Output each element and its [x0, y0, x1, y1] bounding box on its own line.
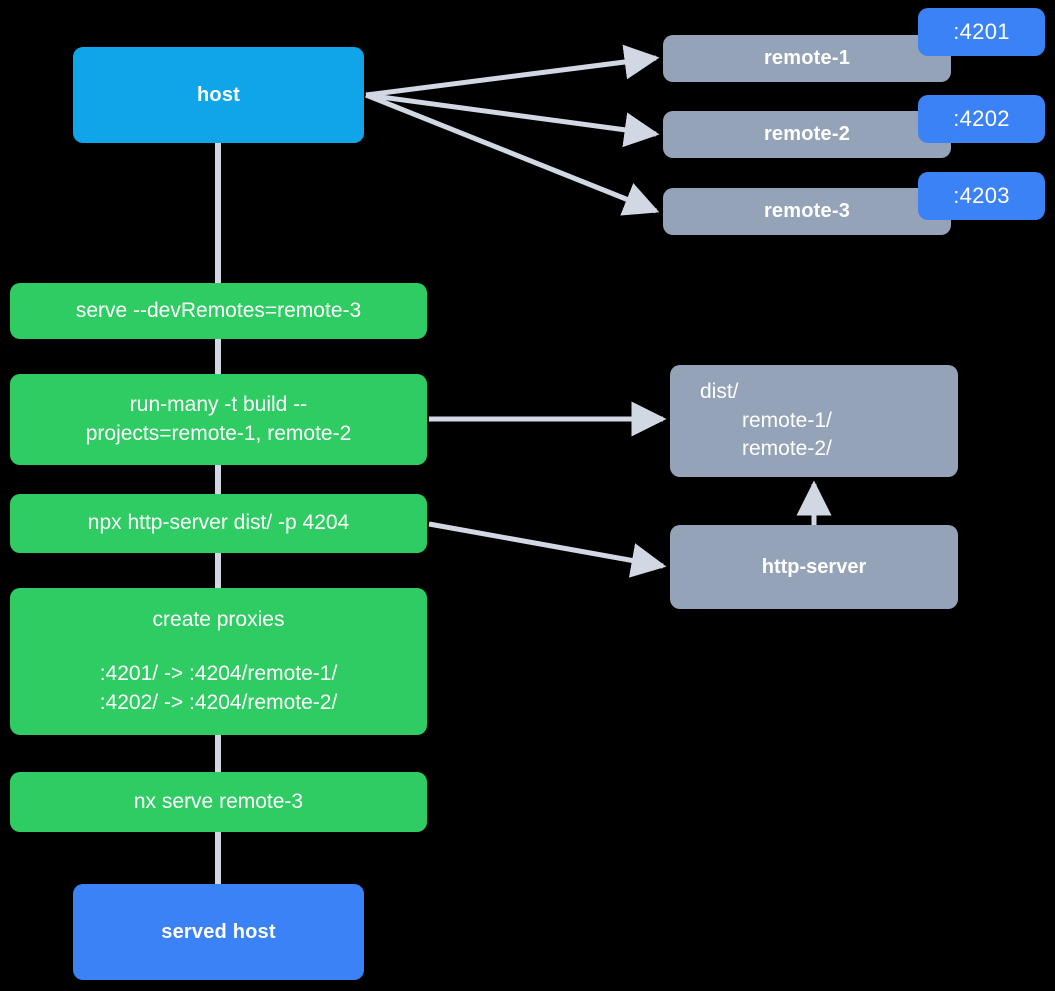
edge-host-to-remote-3	[365, 92, 660, 216]
badge-remote-1-port-label: :4201	[953, 19, 1010, 44]
node-command-run-many-line-2: projects=remote-1, remote-2	[85, 421, 352, 445]
node-command-run-many-line-1: run-many -t build --	[129, 393, 308, 417]
node-remote-3[interactable]: remote-3	[663, 188, 951, 235]
node-dist-child-1-label: remote-1/	[742, 408, 832, 432]
node-remote-3-label: remote-3	[763, 200, 851, 222]
edge-host-to-remote-1	[365, 44, 660, 98]
badge-remote-2-port-label: :4202	[953, 106, 1010, 131]
node-command-nx-serve[interactable]: nx serve remote-3	[10, 772, 427, 832]
node-command-serve-label: serve --devRemotes=remote-3	[75, 298, 362, 322]
node-command-npx-http-server[interactable]: npx http-server dist/ -p 4204	[10, 494, 427, 553]
badge-remote-3-port-label: :4203	[953, 183, 1010, 208]
node-http-server-label: http-server	[761, 555, 867, 578]
node-command-create-proxies-title: create proxies	[152, 607, 285, 631]
node-served-host[interactable]: served host	[73, 884, 364, 980]
node-dist-root-label: dist/	[700, 380, 739, 404]
badge-remote-1-port: :4201	[918, 8, 1045, 56]
node-dist-folder[interactable]: dist/ remote-1/ remote-2/	[670, 365, 958, 477]
node-remote-1-label: remote-1	[763, 47, 851, 69]
node-served-host-label: served host	[161, 920, 276, 943]
badge-remote-2-port: :4202	[918, 95, 1045, 143]
node-command-create-proxies[interactable]: create proxies :4201/ -> :4204/remote-1/…	[10, 588, 427, 735]
edge-host-to-remote-2	[365, 92, 660, 148]
node-command-serve[interactable]: serve --devRemotes=remote-3	[10, 283, 427, 339]
node-command-create-proxies-mapping-2: :4202/ -> :4204/remote-2/	[99, 690, 338, 714]
node-remote-2-label: remote-2	[763, 123, 851, 145]
node-http-server[interactable]: http-server	[670, 525, 958, 609]
node-host[interactable]: host	[73, 47, 364, 143]
node-command-create-proxies-mapping-1: :4201/ -> :4204/remote-1/	[99, 662, 338, 686]
node-command-npx-http-server-label: npx http-server dist/ -p 4204	[87, 511, 350, 535]
node-host-label: host	[196, 83, 241, 106]
edge-npx-to-httpserver	[428, 521, 667, 578]
node-command-run-many[interactable]: run-many -t build -- projects=remote-1, …	[10, 374, 427, 465]
node-remote-1[interactable]: remote-1	[663, 35, 951, 82]
badge-remote-3-port: :4203	[918, 172, 1045, 220]
node-command-nx-serve-label: nx serve remote-3	[133, 789, 304, 813]
node-remote-2[interactable]: remote-2	[663, 111, 951, 158]
node-dist-child-2-label: remote-2/	[742, 437, 832, 461]
